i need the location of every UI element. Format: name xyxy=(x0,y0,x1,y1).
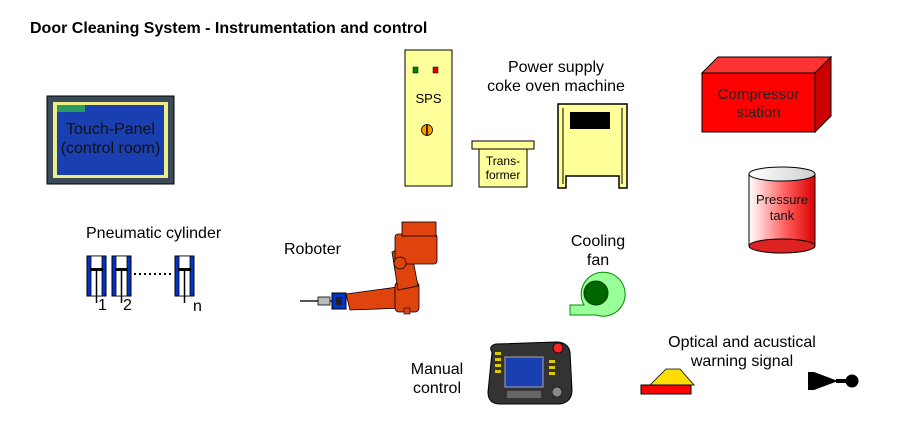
touch-panel-label: Touch-Panel (control room) xyxy=(60,121,161,157)
cooling-fan-label: Cooling fan xyxy=(570,233,626,269)
manual-control-label: Manual control xyxy=(410,361,464,397)
warning-signal-label: Optical and acustical warning signal xyxy=(668,334,816,370)
pressure-tank-label: Pressure tank xyxy=(755,192,809,223)
pneumatic-cylinder-icon-2[interactable] xyxy=(111,255,132,303)
cooling-fan-icon[interactable] xyxy=(569,271,626,317)
transformer-label: Trans- former xyxy=(485,154,521,182)
compressor-station-icon[interactable] xyxy=(700,55,833,134)
power-supply-icon[interactable] xyxy=(557,103,628,189)
horn-icon[interactable] xyxy=(808,372,859,390)
cylinder-number-1: 1 xyxy=(98,297,107,314)
manual-control-pendant-icon[interactable] xyxy=(487,341,573,405)
pneumatic-cylinder-icon-n[interactable] xyxy=(174,255,195,303)
transformer-icon[interactable] xyxy=(471,140,535,188)
robot-arm-icon[interactable] xyxy=(300,221,438,315)
sps-label: SPS xyxy=(415,91,442,106)
pressure-tank-icon[interactable] xyxy=(748,166,816,254)
pneumatic-cylinder-label: Pneumatic cylinder xyxy=(86,225,222,242)
touch-panel-icon[interactable] xyxy=(46,95,175,185)
pneumatic-cylinder-icon-1[interactable] xyxy=(86,255,107,303)
power-supply-label: Power supply coke oven machine xyxy=(487,59,625,95)
warning-light-icon[interactable] xyxy=(640,368,695,395)
cylinder-number-n: n xyxy=(193,298,202,315)
compressor-station-label: Compressor station xyxy=(717,86,800,121)
cylinder-number-2: 2 xyxy=(123,297,132,314)
roboter-label: Roboter xyxy=(284,241,341,258)
page-title: Door Cleaning System - Instrumentation a… xyxy=(30,20,428,37)
sps-cabinet-icon[interactable] xyxy=(404,49,453,187)
